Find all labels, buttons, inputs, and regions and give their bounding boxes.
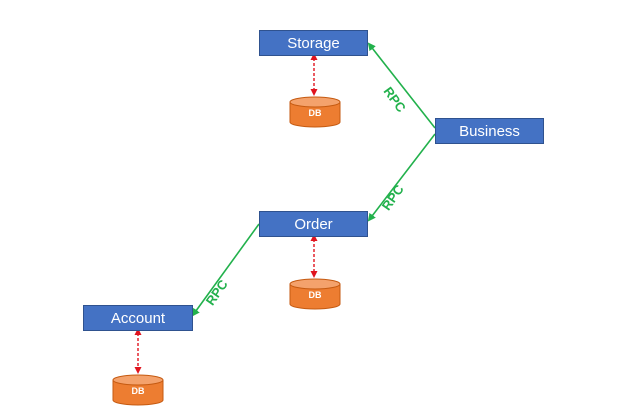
database-icon	[112, 374, 164, 406]
database-icon	[289, 278, 341, 310]
order-service-box: Order	[259, 211, 368, 237]
order-db-label: DB	[308, 290, 322, 300]
storage-service-box: Storage	[259, 30, 368, 56]
account-db-label: DB	[131, 386, 145, 396]
rpc-line-order-account	[191, 223, 260, 317]
account-service-label: Account	[110, 309, 166, 327]
order-service-label: Order	[294, 215, 333, 233]
rpc-line-business-storage	[367, 42, 436, 129]
database-icon	[289, 96, 341, 128]
storage-service-label: Storage	[287, 34, 340, 52]
storage-db-cylinder: DB	[289, 96, 341, 128]
storage-db-label: DB	[308, 108, 322, 118]
business-service-label: Business	[459, 122, 520, 140]
rpc-line-business-order	[367, 133, 436, 222]
account-service-box: Account	[83, 305, 193, 331]
order-db-cylinder: DB	[289, 278, 341, 310]
account-db-cylinder: DB	[112, 374, 164, 406]
business-service-box: Business	[435, 118, 544, 144]
